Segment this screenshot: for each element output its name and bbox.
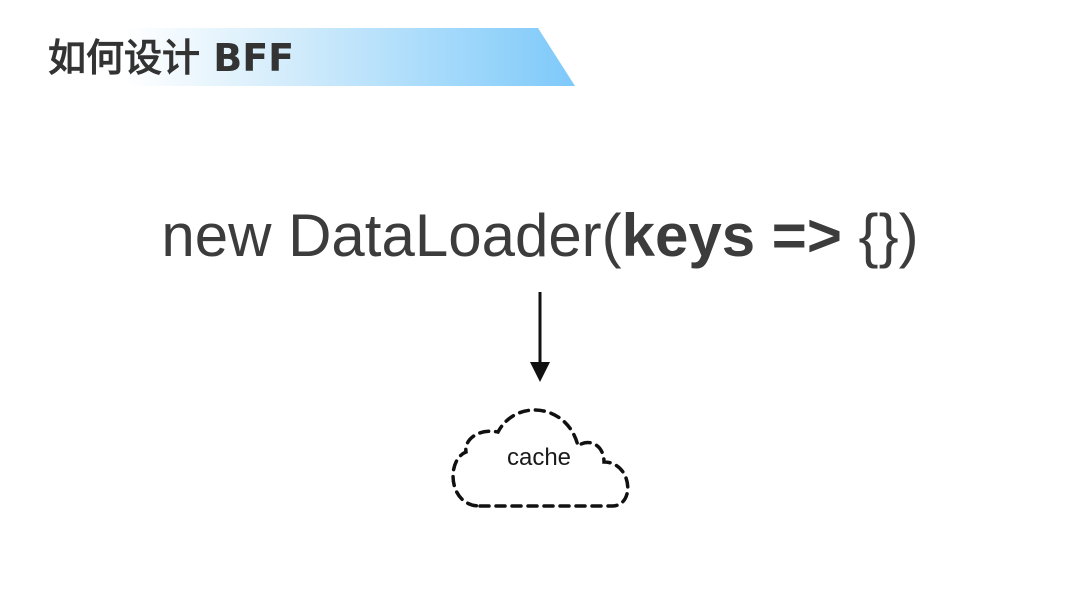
code-suffix: {}): [841, 202, 919, 269]
code-expression: new DataLoader(keys => {}): [0, 200, 1080, 272]
cloud-icon: [451, 408, 630, 508]
slide-title: 如何设计 BFF: [48, 36, 295, 80]
cache-label: cache: [506, 444, 572, 471]
code-prefix: new DataLoader(: [161, 202, 622, 269]
code-keys-arrow: keys =>: [621, 202, 842, 269]
title-banner: [0, 28, 575, 86]
down-arrow-icon: [530, 292, 550, 382]
